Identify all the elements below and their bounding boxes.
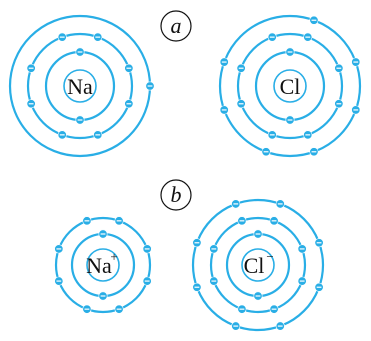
panel-label-b-text: b [171, 182, 182, 207]
chloride-ion-electron-2-5 [238, 305, 246, 313]
chloride-ion-electron-3-6 [193, 283, 201, 291]
panel-a: a Na Cl [10, 11, 360, 156]
chlorine-atom-electron-2-3 [335, 100, 343, 108]
sodium-atom-symbol: Na [67, 74, 93, 99]
sodium-atom-electron-2-1 [94, 33, 102, 41]
chloride-ion-electron-2-8 [238, 217, 246, 225]
chloride-ion-electron-1-1 [254, 230, 262, 238]
chloride-ion-electron-1-2 [254, 292, 262, 300]
chloride-ion-electron-2-3 [298, 277, 306, 285]
sodium-ion-electron-2-4 [115, 305, 123, 313]
sodium-ion-electron-1-1 [99, 230, 107, 238]
chlorine-atom-electron-2-8 [268, 33, 276, 41]
chloride-ion-electron-2-4 [270, 305, 278, 313]
chlorine-atom-electron-3-2 [352, 58, 360, 66]
chloride-ion-electron-3-7 [193, 239, 201, 247]
sodium-atom-electron-2-3 [125, 100, 133, 108]
sodium-ion-electron-1-2 [99, 292, 107, 300]
chloride-ion-electron-3-2 [315, 239, 323, 247]
chlorine-atom-electron-3-6 [220, 106, 228, 114]
chloride-ion-electron-2-6 [210, 277, 218, 285]
sodium-atom-electron-1-1 [76, 48, 84, 56]
chloride-ion-electron-2-2 [298, 245, 306, 253]
chloride-ion-electron-3-3 [315, 283, 323, 291]
chloride-ion-electron-2-1 [270, 217, 278, 225]
sodium-atom-electron-2-4 [94, 131, 102, 139]
panel-label-a: a [161, 11, 191, 41]
sodium-atom-electron-2-5 [58, 131, 66, 139]
sodium-atom-electron-2-2 [125, 64, 133, 72]
sodium-atom-electron-2-7 [27, 64, 35, 72]
chlorine-atom-electron-3-3 [352, 106, 360, 114]
chlorine-atom-electron-2-7 [237, 64, 245, 72]
sodium-ion-electron-2-5 [83, 305, 91, 313]
chlorine-atom-electron-3-5 [262, 148, 270, 156]
sodium-atom-electron-3-1 [146, 82, 154, 90]
chlorine-atom: Cl [220, 16, 360, 156]
chlorine-atom-electron-3-1 [310, 16, 318, 24]
chloride-ion-symbol: Cl [244, 253, 265, 278]
chloride-ion-charge: − [266, 249, 273, 264]
panel-label-b: b [161, 180, 191, 210]
sodium-ion: Na + [55, 217, 152, 314]
chlorine-atom-electron-2-6 [237, 100, 245, 108]
chlorine-atom-electron-1-2 [286, 116, 294, 124]
chloride-ion-electron-3-1 [276, 200, 284, 208]
chloride-ion-electron-3-4 [276, 322, 284, 330]
chloride-ion-electron-3-5 [232, 322, 240, 330]
chlorine-atom-electron-3-7 [220, 58, 228, 66]
chlorine-atom-electron-2-1 [304, 33, 312, 41]
sodium-atom-electron-2-6 [27, 100, 35, 108]
panel-label-a-text: a [171, 13, 182, 38]
sodium-atom-electron-1-2 [76, 116, 84, 124]
sodium-ion-electron-2-6 [55, 277, 63, 285]
sodium-ion-electron-2-1 [115, 217, 123, 225]
sodium-ion-electron-2-2 [143, 245, 151, 253]
chlorine-atom-electron-3-4 [310, 148, 318, 156]
panel-b: b Na + Cl − [55, 180, 324, 330]
chlorine-atom-electron-2-5 [268, 131, 276, 139]
sodium-atom-electron-2-8 [58, 33, 66, 41]
sodium-ion-electron-2-3 [143, 277, 151, 285]
sodium-ion-charge: + [110, 249, 117, 264]
chlorine-atom-electron-2-4 [304, 131, 312, 139]
chlorine-atom-electron-1-1 [286, 48, 294, 56]
sodium-ion-electron-2-8 [83, 217, 91, 225]
chloride-ion-electron-3-8 [232, 200, 240, 208]
chlorine-atom-electron-2-2 [335, 64, 343, 72]
sodium-ion-symbol: Na [86, 253, 112, 278]
sodium-ion-electron-2-7 [55, 245, 63, 253]
chlorine-atom-symbol: Cl [280, 74, 301, 99]
chloride-ion: Cl − [193, 200, 324, 331]
sodium-atom: Na [10, 16, 154, 156]
chloride-ion-electron-2-7 [210, 245, 218, 253]
